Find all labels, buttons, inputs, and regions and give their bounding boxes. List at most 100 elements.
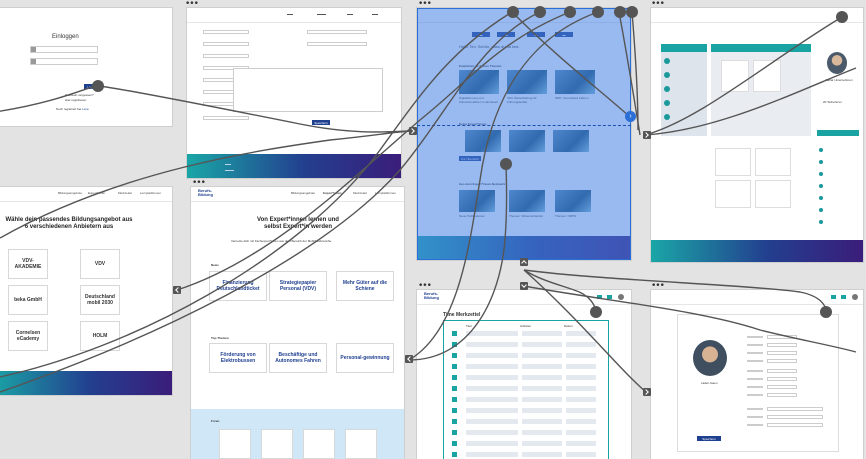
expand-left-icon[interactable]: [405, 355, 413, 363]
profile-field[interactable]: [767, 385, 797, 389]
nav-item[interactable]: Bildungsangebote: [291, 191, 316, 195]
table-row[interactable]: [448, 364, 602, 370]
save-button[interactable]: Speichern: [312, 120, 330, 125]
form-field[interactable]: [203, 54, 249, 58]
connector-handle[interactable]: [592, 6, 604, 18]
form-field[interactable]: [203, 116, 249, 120]
bookmark-icon[interactable]: [841, 295, 846, 299]
table-row[interactable]: [448, 452, 602, 458]
grid-card[interactable]: [715, 180, 751, 208]
flow-start-button[interactable]: ›: [625, 111, 636, 122]
contact-dot[interactable]: [819, 220, 823, 224]
brand-logo[interactable]: Berufs-Bildung: [424, 292, 439, 300]
form-field[interactable]: [307, 42, 367, 46]
bookmark-icon[interactable]: [607, 295, 612, 299]
nav-item[interactable]: Expert*innen: [88, 191, 106, 195]
topic-card[interactable]: Personal-gewinnung: [336, 343, 394, 373]
connector-handle[interactable]: [534, 6, 546, 18]
provider-card[interactable]: Cornelsen eCademy: [8, 321, 48, 351]
expand-up-icon[interactable]: [520, 258, 528, 266]
connector-handle[interactable]: [564, 6, 576, 18]
table-row[interactable]: [448, 430, 602, 436]
forum-card[interactable]: [261, 429, 293, 459]
nav-item[interactable]: ▬▬: [287, 12, 293, 16]
connector-handle[interactable]: [92, 80, 104, 92]
grid-card[interactable]: [721, 60, 749, 92]
form-field[interactable]: [307, 30, 367, 34]
form-textarea[interactable]: [233, 68, 383, 112]
expand-down-icon[interactable]: [520, 282, 528, 290]
connector-handle[interactable]: [614, 6, 626, 18]
form-field[interactable]: [203, 30, 249, 34]
table-row[interactable]: [448, 441, 602, 447]
grid-card[interactable]: [755, 148, 791, 176]
avatar[interactable]: [618, 294, 624, 300]
connector-handle[interactable]: [836, 11, 848, 23]
nav-item[interactable]: ▬▬: [372, 12, 378, 16]
contact-dot[interactable]: [819, 184, 823, 188]
nav-item[interactable]: ▬▬▬: [317, 12, 326, 16]
register-link[interactable]: Hier registrieren: [65, 98, 87, 102]
grid-card[interactable]: [753, 60, 781, 92]
table-row[interactable]: [448, 331, 602, 337]
footer-link[interactable]: Lexa: [82, 107, 89, 111]
table-row[interactable]: [448, 375, 602, 381]
news-card[interactable]: Strategiepapier Personal (VDV): [269, 271, 327, 301]
provider-card[interactable]: Deutschland mobil 2030: [80, 285, 120, 315]
connector-handle[interactable]: [626, 6, 638, 18]
grid-card[interactable]: [715, 148, 751, 176]
profile-field[interactable]: [767, 393, 797, 397]
frame-menu-icon[interactable]: •••: [651, 0, 665, 9]
table-row[interactable]: [448, 342, 602, 348]
tab-bildungsgang[interactable]: Bildungsgang: [661, 44, 707, 58]
nav-item[interactable]: Bildungsangebote: [58, 191, 83, 195]
nav-item[interactable]: Merkzettel: [118, 191, 132, 195]
forum-card[interactable]: [303, 429, 335, 459]
contact-dot[interactable]: [819, 148, 823, 152]
contact-dot[interactable]: [819, 160, 823, 164]
expand-right-icon[interactable]: [643, 131, 651, 139]
profile-field[interactable]: [767, 335, 797, 339]
table-row[interactable]: [448, 386, 602, 392]
nav-item[interactable]: Lernplattformen: [140, 191, 162, 195]
provider-card[interactable]: HOLM: [80, 321, 120, 351]
connector-handle[interactable]: [820, 306, 832, 318]
frame-menu-icon[interactable]: •••: [418, 281, 432, 291]
profile-field[interactable]: [767, 351, 797, 355]
frame-menu-icon[interactable]: •••: [651, 281, 665, 291]
contact-dot[interactable]: [819, 196, 823, 200]
nav-item[interactable]: ▬▬: [347, 12, 353, 16]
profile-field[interactable]: [767, 369, 797, 373]
nav-item[interactable]: Lernplattformen: [375, 191, 397, 195]
connector-handle[interactable]: [507, 6, 519, 18]
expand-right-icon[interactable]: [409, 127, 417, 135]
forum-card[interactable]: [219, 429, 251, 459]
brand-logo[interactable]: Berufs-Bildung: [198, 189, 213, 197]
expand-left-icon[interactable]: [173, 286, 181, 294]
connector-handle[interactable]: [500, 158, 512, 170]
forum-card[interactable]: [345, 429, 377, 459]
password-field[interactable]: [30, 58, 98, 65]
provider-card[interactable]: beka GmbH: [8, 285, 48, 315]
contact-dot[interactable]: [819, 208, 823, 212]
avatar[interactable]: [852, 294, 858, 300]
profile-field[interactable]: [767, 343, 797, 347]
topic-card[interactable]: Beschäftige und Autonomes Fahren: [269, 343, 327, 373]
profile-field[interactable]: [767, 407, 823, 411]
news-card[interactable]: Finanzierung Deutschlandticket: [209, 271, 267, 301]
form-field[interactable]: [203, 42, 249, 46]
table-row[interactable]: [448, 353, 602, 359]
frame-menu-icon[interactable]: •••: [192, 178, 206, 188]
chat-icon[interactable]: [597, 295, 602, 299]
table-row[interactable]: [448, 408, 602, 414]
table-row[interactable]: [448, 419, 602, 425]
save-button[interactable]: Speichern: [697, 436, 721, 441]
grid-card[interactable]: [755, 180, 791, 208]
profile-field[interactable]: [767, 423, 823, 427]
table-row[interactable]: [448, 397, 602, 403]
nav-item[interactable]: Expert*innen: [323, 191, 342, 195]
topic-card[interactable]: Förderung von Elektrobussen: [209, 343, 267, 373]
photo-caption[interactable]: Laden fsaen: [701, 381, 718, 385]
contact-dot[interactable]: [819, 172, 823, 176]
news-card[interactable]: Mehr Güter auf die Schiene: [336, 271, 394, 301]
